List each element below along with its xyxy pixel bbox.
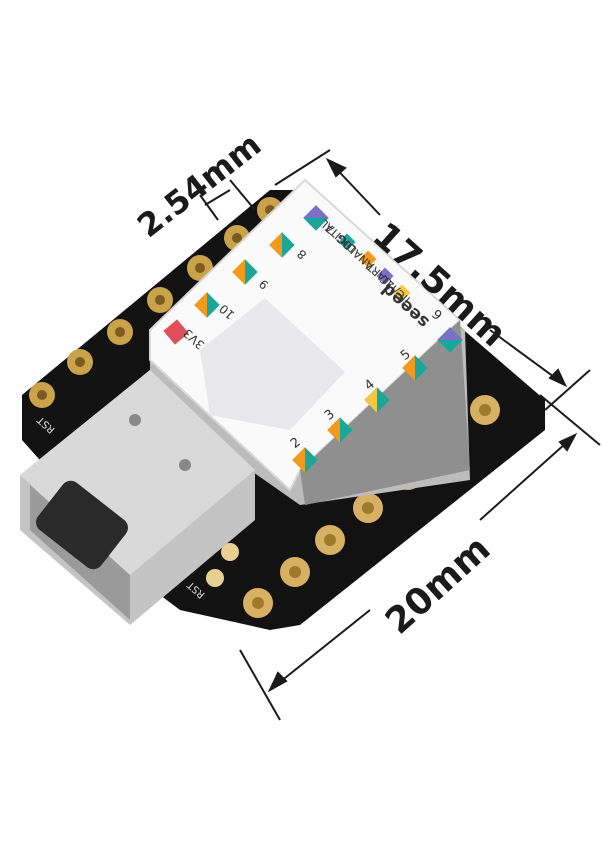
dimension-lines <box>199 149 601 721</box>
rf-shield <box>149 178 470 505</box>
usb-c-connector <box>20 370 255 625</box>
power-pin-marker <box>163 319 189 345</box>
pin-markers <box>163 205 463 473</box>
